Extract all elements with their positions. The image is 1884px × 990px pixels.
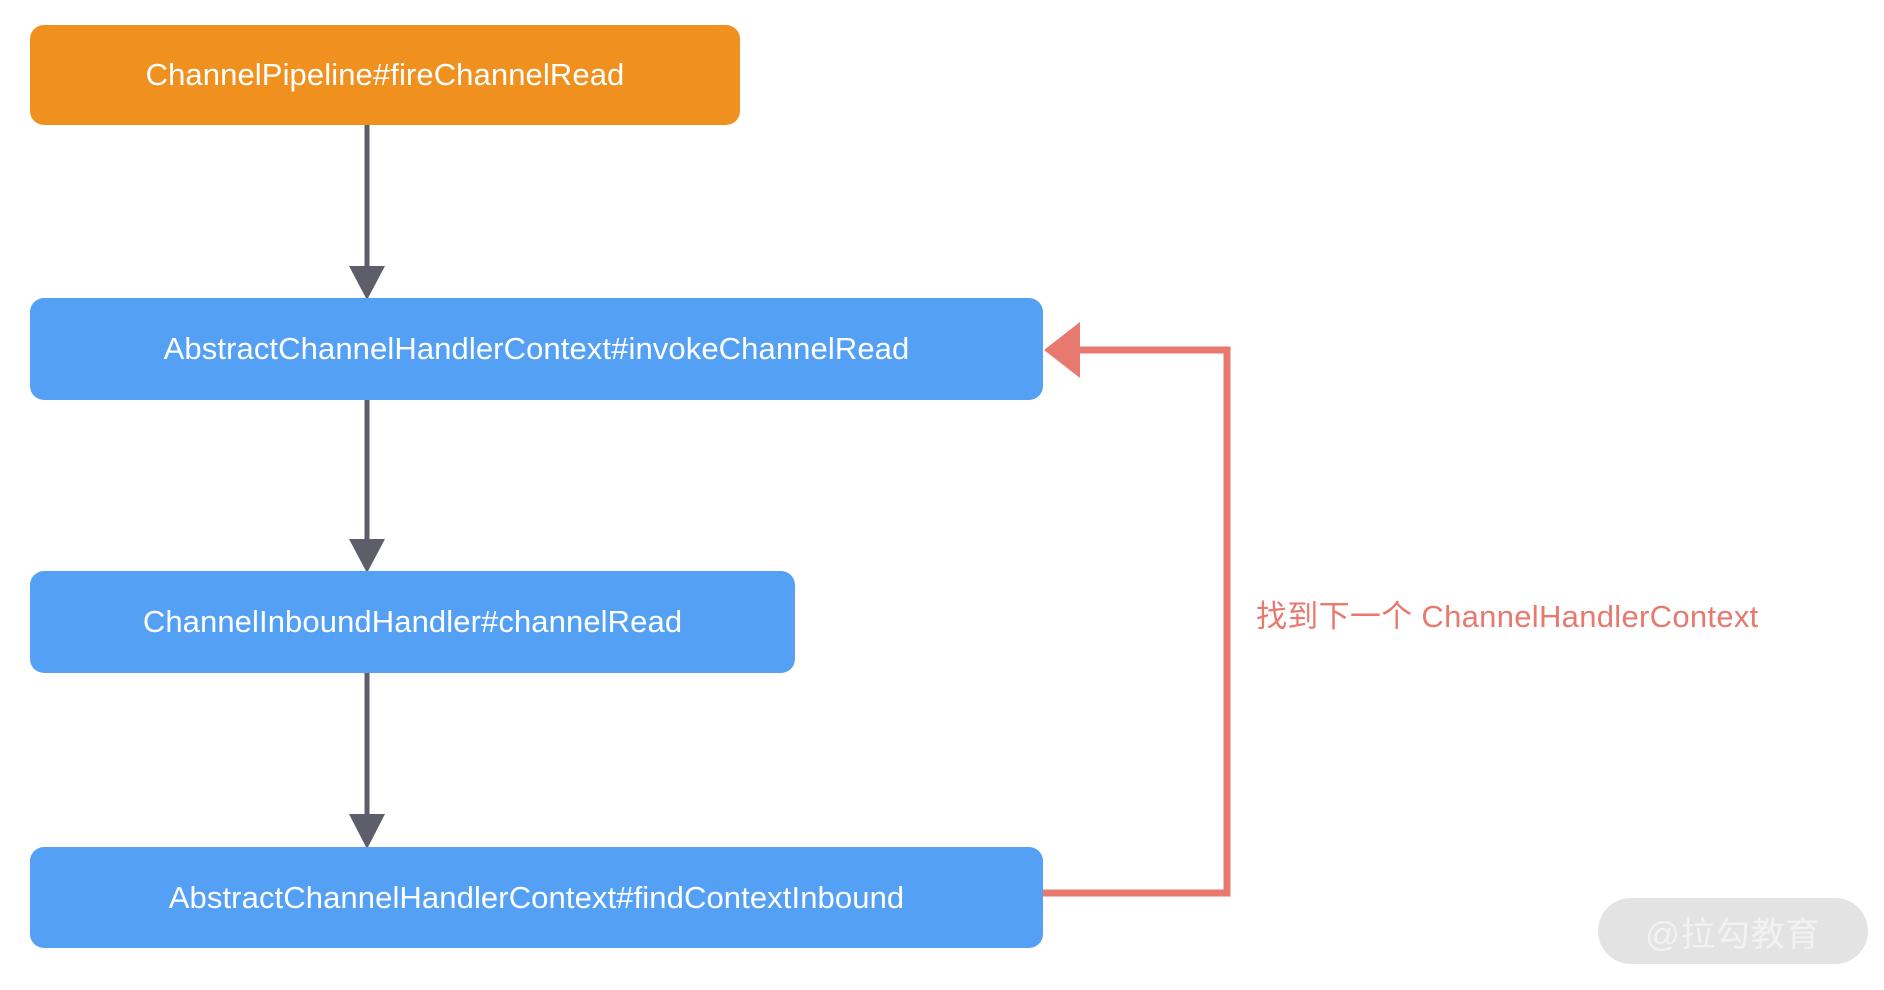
node-channel-pipeline-fire-channel-read[interactable]: ChannelPipeline#fireChannelRead	[30, 25, 740, 125]
node-label: AbstractChannelHandlerContext#invokeChan…	[163, 331, 910, 366]
connector-fire-to-invoke-arrow	[349, 125, 385, 300]
node-channel-inbound-handler-channel-read[interactable]: ChannelInboundHandler#channelRead	[30, 571, 795, 673]
node-abstract-channel-handler-context-invoke-channel-read[interactable]: AbstractChannelHandlerContext#invokeChan…	[30, 298, 1043, 400]
node-label: ChannelPipeline#fireChannelRead	[145, 57, 625, 92]
node-label: AbstractChannelHandlerContext#findContex…	[168, 879, 905, 915]
connector-invoke-to-channel-read-arrow	[349, 400, 385, 573]
node-label: ChannelInboundHandler#channelRead	[142, 604, 683, 639]
watermark-text: @拉勾教育	[1645, 915, 1821, 954]
node-abstract-channel-handler-context-find-context-inbound[interactable]: AbstractChannelHandlerContext#findContex…	[30, 847, 1043, 948]
connector-find-context-loopback-arrow	[1042, 322, 1231, 897]
loopback-annotation-label: 找到下一个 ChannelHandlerContext	[1256, 599, 1759, 634]
connector-channel-read-to-find-context-arrow	[349, 673, 385, 849]
watermark-badge: @拉勾教育	[1598, 898, 1868, 964]
